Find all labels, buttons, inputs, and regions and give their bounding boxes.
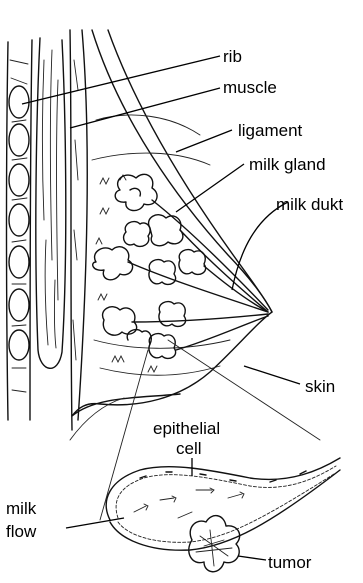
magnified-duct <box>100 340 340 550</box>
label-ligament: ligament <box>238 121 303 140</box>
label-flow: flow <box>6 522 37 541</box>
label-skin: skin <box>305 377 335 396</box>
label-milk-gland: milk gland <box>249 155 326 174</box>
muscle-leader <box>70 88 220 128</box>
milk-gland-leader <box>176 164 244 212</box>
milk-dukt-leader <box>232 202 288 290</box>
tumor-mass <box>189 516 240 572</box>
label-rib: rib <box>223 47 242 66</box>
label-cell: cell <box>176 439 202 458</box>
label-milk-dukt: milk dukt <box>276 195 343 214</box>
tumor-leader <box>238 556 266 560</box>
label-muscle: muscle <box>223 78 277 97</box>
label-epithelial: epithelial <box>153 419 220 438</box>
ligament-leader <box>176 130 232 152</box>
rib-column <box>7 40 33 420</box>
label-milk: milk <box>6 499 37 518</box>
rib-bones <box>9 86 29 360</box>
milk-flow-leader <box>66 518 124 528</box>
label-tumor: tumor <box>268 553 312 572</box>
skin-leader <box>244 366 300 384</box>
